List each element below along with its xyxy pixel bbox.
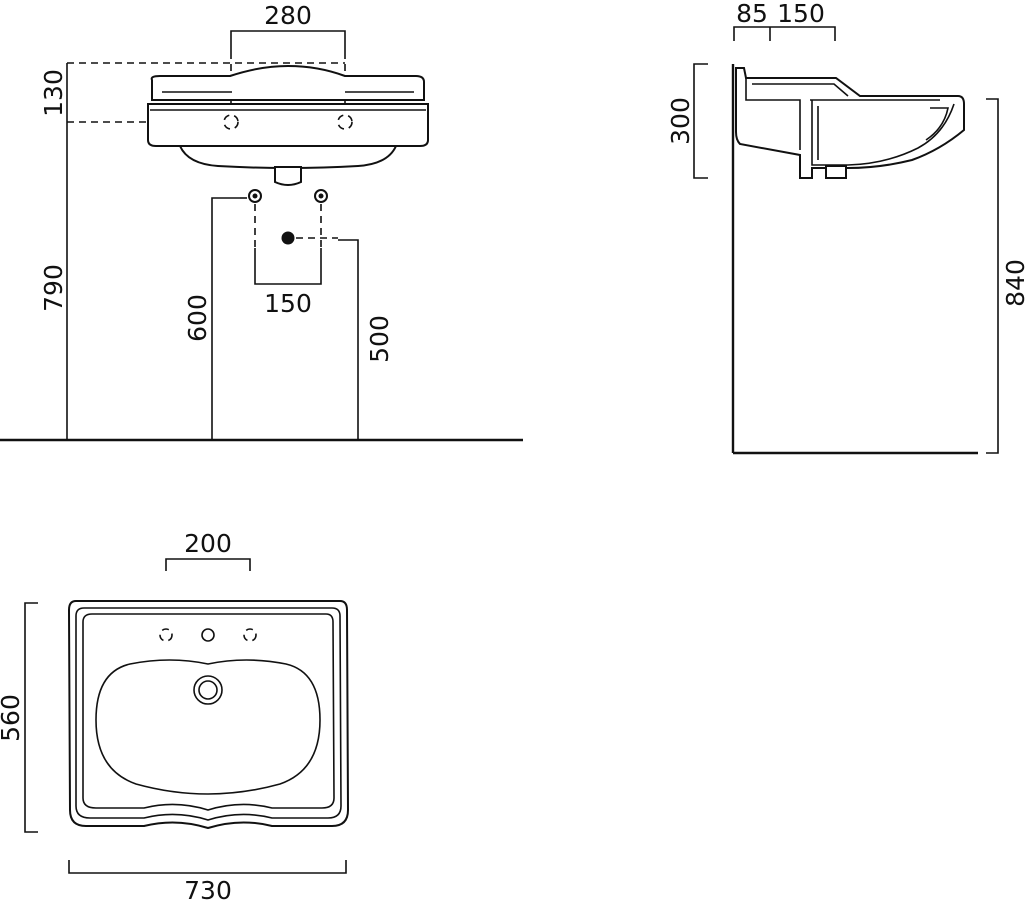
plan-tap-hole-left-icon: [159, 628, 173, 642]
basin-top-rim: [150, 64, 425, 101]
side-view: 85 150 300 840: [666, 0, 1026, 455]
plan-tap-hole-right-icon: [243, 628, 257, 642]
tap-hole-left-icon: [223, 114, 239, 130]
side-height-dim-line: [986, 98, 999, 454]
front-top-height-label: 130: [39, 69, 68, 117]
plan-basin-outline: [67, 600, 350, 830]
tap-hole-right-icon: [337, 114, 353, 130]
front-waste-height-label: 500: [365, 315, 394, 363]
front-tap-spacing-label: 280: [264, 1, 312, 30]
plan-width-dim-line: [68, 860, 347, 874]
plan-tap-spacing-label: 200: [184, 529, 232, 558]
plan-drain-inner-icon: [198, 680, 218, 700]
front-total-height-label: 790: [39, 264, 68, 312]
side-height-label: 840: [1001, 259, 1026, 307]
front-supply-height-label: 600: [183, 294, 212, 342]
basin-side-body: [735, 67, 965, 179]
plan-tap-spacing-dim-line: [165, 558, 251, 571]
plan-basin-bowl: [95, 659, 321, 795]
supply-spacing-dim-line: [254, 248, 322, 285]
basin-bowl-front: [178, 145, 398, 170]
plan-depth-dim-line: [24, 602, 38, 833]
basin-side-rim: [752, 83, 849, 97]
basin-side-overflow: [925, 107, 949, 141]
basin-side-bowl-inner: [810, 99, 940, 160]
basin-waste-outlet: [274, 166, 302, 186]
supply-right-dot: [318, 193, 324, 199]
front-supply-spacing-label: 150: [264, 289, 312, 318]
side-rim-offset-label: 85: [736, 0, 768, 28]
basin-front-band: [147, 103, 429, 147]
plan-view: 200 560 730: [0, 529, 350, 902]
tap-spacing-dim-line: [230, 30, 346, 52]
supply-left-dot: [252, 193, 258, 199]
plan-basin-rim-outer: [75, 607, 342, 821]
plan-width-label: 730: [184, 876, 232, 902]
plan-drain-outer-icon: [193, 675, 223, 705]
side-tap-offset-label: 150: [777, 0, 825, 28]
side-depth-label: 300: [666, 97, 695, 145]
waste-height-line: [338, 239, 359, 440]
plan-depth-label: 560: [0, 694, 25, 742]
waste-point-icon: [281, 231, 295, 245]
front-view: 280 130 790 150 600 500: [0, 1, 523, 442]
basin-side-inner-wall: [745, 78, 801, 150]
side-top-dim-line: [733, 26, 836, 41]
basin-side-waste: [825, 165, 847, 179]
basin-side-bowl: [811, 100, 955, 166]
plan-basin-rim-inner: [82, 613, 335, 811]
side-depth-dim-line: [693, 63, 708, 179]
plan-tap-hole-center-icon: [201, 628, 215, 642]
supply-height-line: [211, 197, 240, 440]
